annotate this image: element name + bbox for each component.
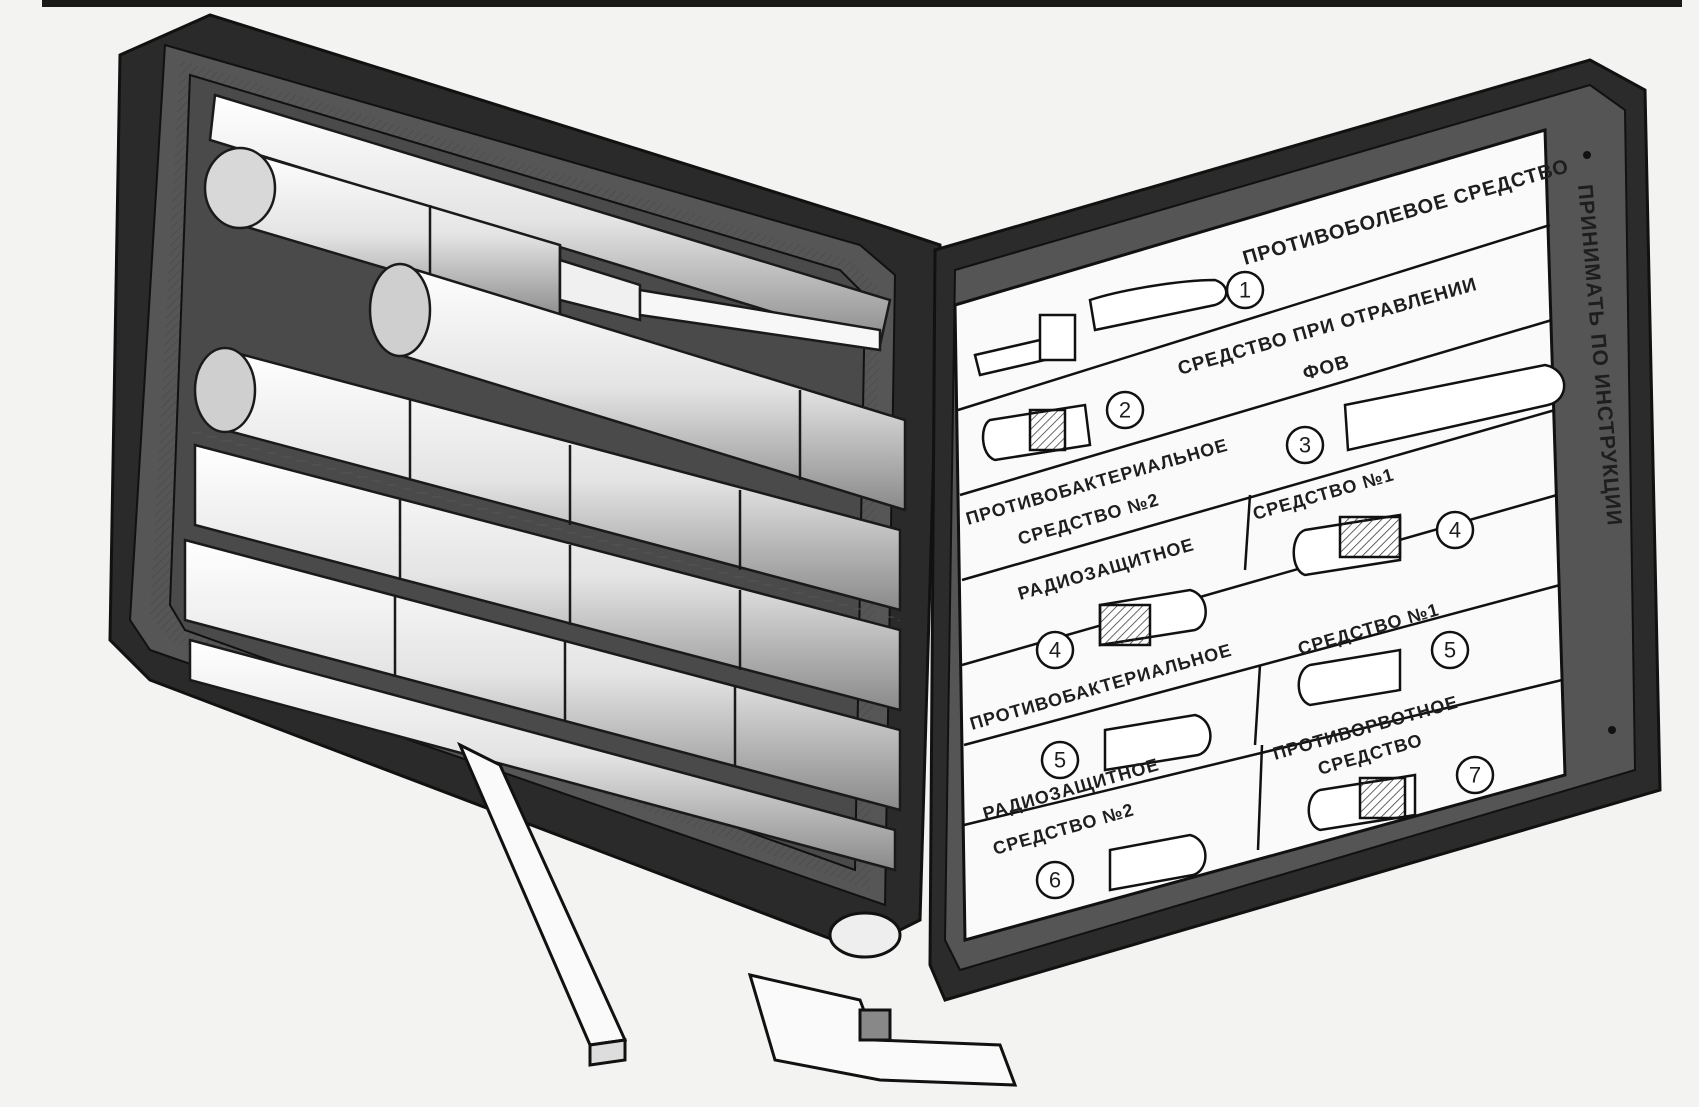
top-rule [42,0,1682,7]
lid-number-circles [1035,270,1495,900]
kit-contents [183,93,907,872]
lid-numbers: 1 2 3 4 4 5 5 7 6 [1049,278,1481,893]
lid-item-drawings [973,278,1566,892]
number-4-left: 4 [1049,638,1061,663]
number-5-left: 5 [1054,748,1066,773]
number-3: 3 [1299,433,1311,458]
case-strap [456,741,1018,1087]
number-1: 1 [1239,278,1251,303]
number-7: 7 [1469,763,1481,788]
number-6: 6 [1049,868,1061,893]
number-4-right: 4 [1449,518,1461,543]
number-2: 2 [1119,398,1131,423]
case-hinge [828,911,902,959]
number-5-right: 5 [1444,638,1456,663]
